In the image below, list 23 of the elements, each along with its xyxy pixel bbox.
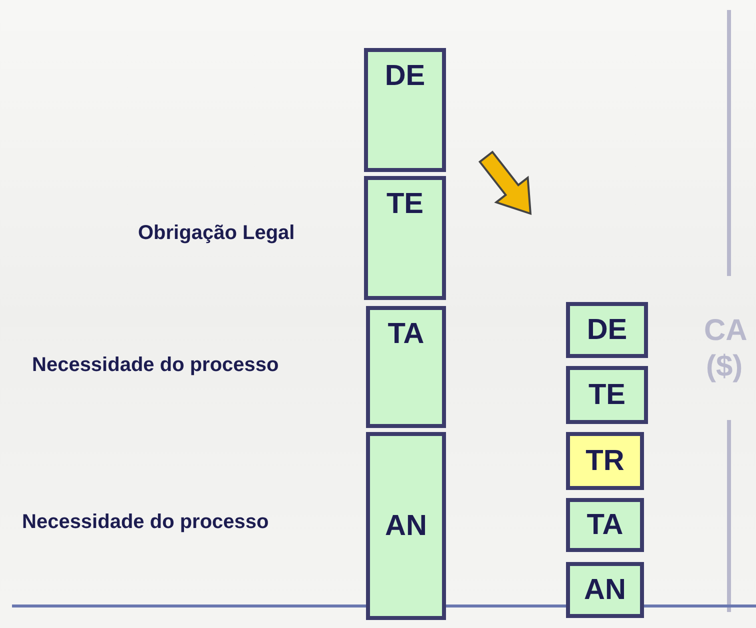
block-label: AN — [584, 576, 626, 604]
block-label: TE — [588, 380, 626, 410]
stack-block — [366, 306, 446, 428]
stack-block — [566, 498, 644, 552]
stack-block — [566, 366, 648, 424]
stack-block — [566, 302, 648, 358]
stack-block — [364, 176, 446, 300]
row-label: Obrigação Legal — [138, 222, 295, 245]
axis-label: ($) — [706, 350, 743, 384]
block-label: TR — [586, 446, 624, 476]
block-label: TA — [586, 510, 624, 540]
block-label: TE — [386, 190, 424, 219]
block-label: AN — [385, 512, 427, 540]
block-label: DE — [586, 316, 628, 344]
stack-block — [364, 48, 446, 172]
stack-block — [566, 562, 644, 618]
row-label: Necessidade do processo — [32, 354, 279, 377]
block-label: DE — [384, 62, 426, 91]
stack-block — [566, 432, 644, 490]
axis-label: CA — [704, 314, 748, 348]
row-label: Necessidade do processo — [22, 511, 269, 534]
stack-block — [366, 432, 446, 620]
block-label: TA — [388, 320, 424, 349]
